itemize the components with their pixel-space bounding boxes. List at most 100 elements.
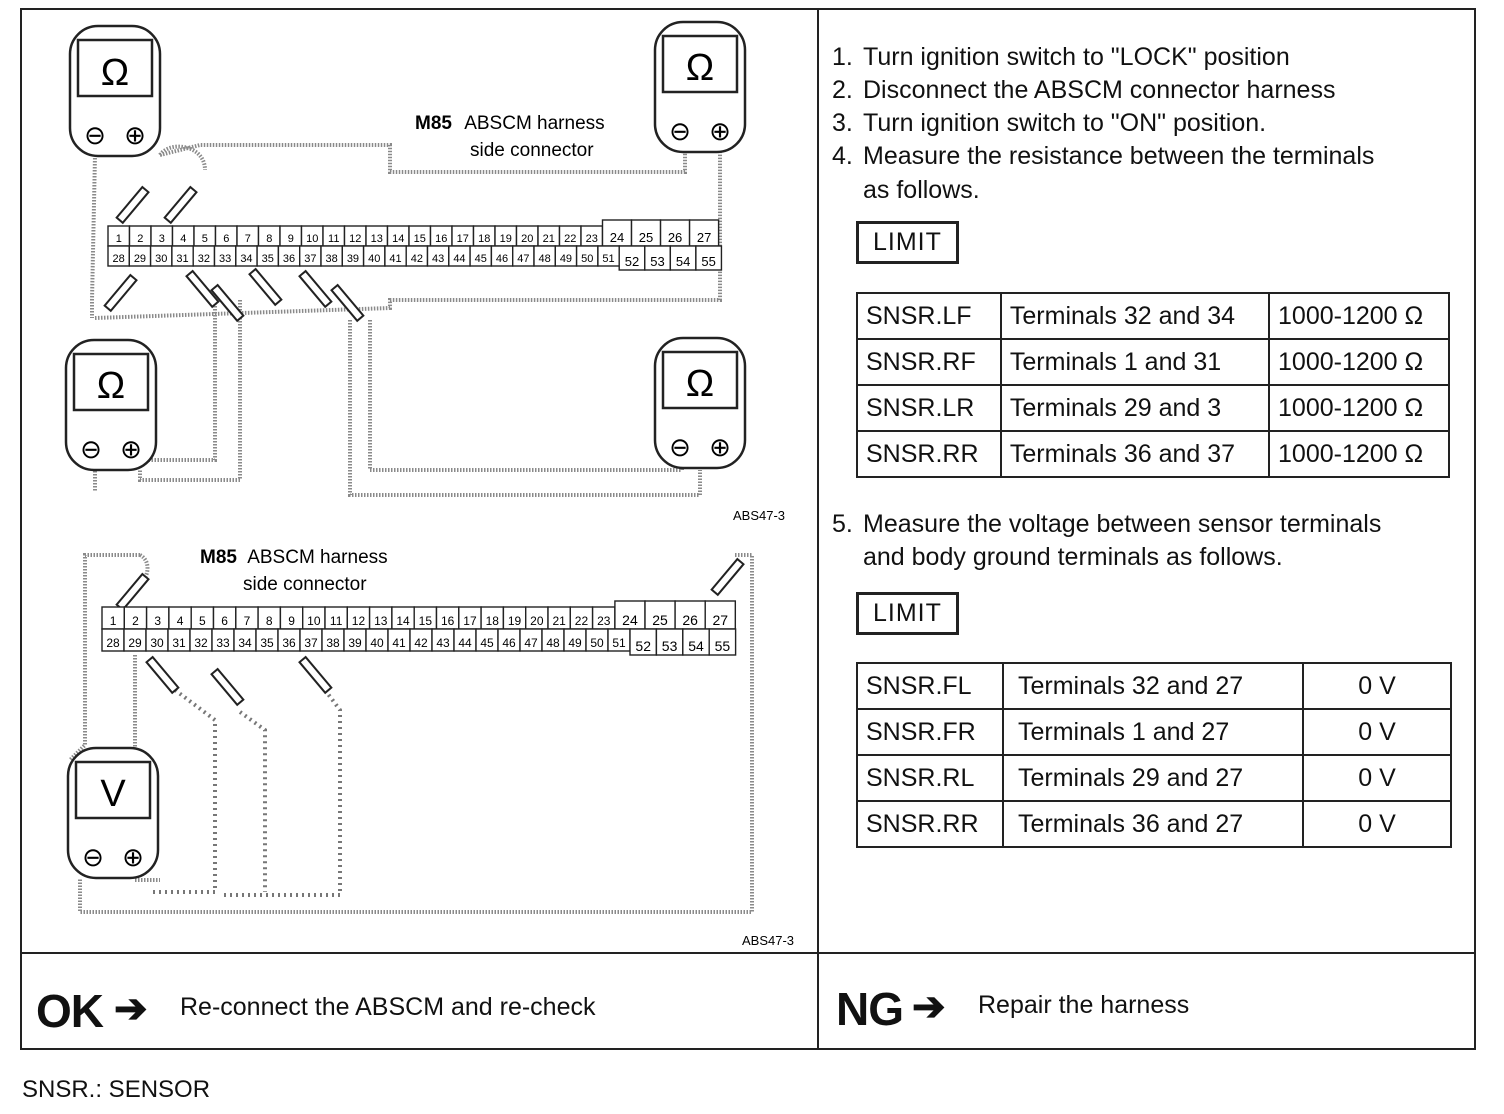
pin-label: 38 [326, 253, 338, 265]
pin-label: 7 [245, 233, 251, 245]
pin-label: 48 [539, 253, 551, 265]
connector-label-top-line2: side connector [470, 140, 594, 161]
pin-label: 53 [662, 638, 678, 654]
svg-text:Ω: Ω [101, 52, 129, 94]
pin-label: 54 [676, 254, 690, 269]
pin-label: 45 [480, 636, 494, 650]
pin-label: 9 [288, 233, 294, 245]
pin-label: 3 [159, 233, 165, 245]
ng-action: Repair the harness [978, 991, 1190, 1019]
pin-label: 39 [348, 636, 362, 650]
pin-label: 24 [622, 612, 638, 628]
pin-label: 47 [517, 253, 529, 265]
resistance-value: 1000-1200 Ω [1268, 430, 1450, 478]
pin-label: 6 [221, 614, 228, 628]
pin-label: 27 [712, 612, 728, 628]
ng-arrow-icon: ➔ [912, 985, 946, 1029]
pin-label: 47 [524, 636, 538, 650]
pin-label: 36 [283, 253, 295, 265]
pin-label: 55 [715, 638, 731, 654]
step-5: 5.Measure the voltage between sensor ter… [832, 510, 1382, 538]
ohmmeter-top-right: Ω ⊖ ⊕ [653, 20, 747, 154]
pin-label: 39 [347, 253, 359, 265]
pin-54 [682, 628, 710, 656]
ohmmeter-mid-right: Ω ⊖ ⊕ [653, 336, 747, 470]
pin-label: 3 [154, 614, 161, 628]
svg-text:⊖: ⊖ [669, 432, 691, 462]
svg-text:⊕: ⊕ [709, 116, 731, 146]
step-3: 3.Turn ignition switch to "ON" position. [832, 109, 1267, 137]
sensor-name: SNSR.RR [856, 800, 1004, 848]
connector-label-top: M85 ABSCM harness [415, 113, 605, 134]
pin-26 [659, 219, 691, 247]
pin-55 [695, 245, 723, 271]
pin-27 [704, 600, 737, 630]
pin-label: 42 [414, 636, 428, 650]
pin-label: 8 [266, 233, 272, 245]
pin-label: 44 [458, 636, 472, 650]
pin-label: 46 [502, 636, 516, 650]
pin-label: 41 [392, 636, 406, 650]
pin-label: 43 [436, 636, 450, 650]
pin-label: 9 [288, 614, 295, 628]
pin-label: 42 [411, 253, 423, 265]
pin-label: 27 [697, 230, 711, 245]
pin-label: 32 [194, 636, 208, 650]
pin-label: 10 [306, 233, 318, 245]
svg-text:⊖: ⊖ [80, 434, 102, 464]
table-row: SNSR.LF Terminals 32 and 34 1000-1200 Ω [856, 292, 1450, 340]
connector-label-bottom-line2: side connector [243, 574, 367, 595]
ohmmeter-mid-left: Ω ⊖ ⊕ [64, 338, 158, 472]
pin-label: 4 [177, 614, 184, 628]
pin-label: 31 [176, 253, 188, 265]
pin-label: 2 [137, 233, 143, 245]
pin-label: 19 [508, 614, 522, 628]
pin-label: 51 [612, 636, 626, 650]
pin-label: 5 [199, 614, 206, 628]
sensor-name: SNSR.RL [856, 754, 1004, 802]
ok-action: Re-connect the ABSCM and re-check [180, 993, 596, 1021]
pin-label: 19 [500, 233, 512, 245]
pin-label: 12 [349, 233, 361, 245]
pin-25 [644, 600, 676, 630]
limit-label-voltage: LIMIT [856, 592, 959, 635]
pin-55 [708, 628, 737, 656]
pin-label: 22 [564, 233, 576, 245]
ng-label: NG [836, 983, 904, 1035]
pin-26 [674, 600, 706, 630]
pin-label: 45 [475, 253, 487, 265]
limit-label-resistance: LIMIT [856, 221, 959, 264]
pin-label: 38 [326, 636, 340, 650]
pin-label: 23 [597, 614, 611, 628]
pin-label: 18 [486, 614, 500, 628]
pin-label: 49 [568, 636, 582, 650]
pin-label: 2 [132, 614, 139, 628]
svg-text:⊖: ⊖ [669, 116, 691, 146]
step-2: 2.Disconnect the ABSCM connector harness [832, 76, 1336, 104]
svg-text:V: V [100, 773, 126, 815]
pin-label: 34 [238, 636, 252, 650]
pin-label: 55 [701, 254, 715, 269]
pin-label: 46 [496, 253, 508, 265]
pin-label: 21 [552, 614, 566, 628]
resistance-value: 1000-1200 Ω [1268, 338, 1450, 386]
pin-label: 30 [150, 636, 164, 650]
pin-label: 43 [432, 253, 444, 265]
pin-label: 50 [581, 253, 593, 265]
sensor-name: SNSR.FR [856, 708, 1004, 756]
pin-label: 7 [244, 614, 251, 628]
pin-label: 44 [453, 253, 465, 265]
pin-label: 40 [368, 253, 380, 265]
pin-label: 20 [521, 233, 533, 245]
pin-label: 32 [198, 253, 210, 265]
ok-label: OK [36, 985, 104, 1037]
pin-label: 35 [260, 636, 274, 650]
pin-label: 37 [304, 253, 316, 265]
sensor-name: SNSR.RR [856, 430, 1002, 478]
pin-label: 36 [282, 636, 296, 650]
pin-label: 29 [134, 253, 146, 265]
svg-text:Ω: Ω [686, 47, 714, 89]
voltage-value: 0 V [1302, 800, 1452, 848]
pin-label: 25 [639, 230, 653, 245]
pin-label: 41 [389, 253, 401, 265]
